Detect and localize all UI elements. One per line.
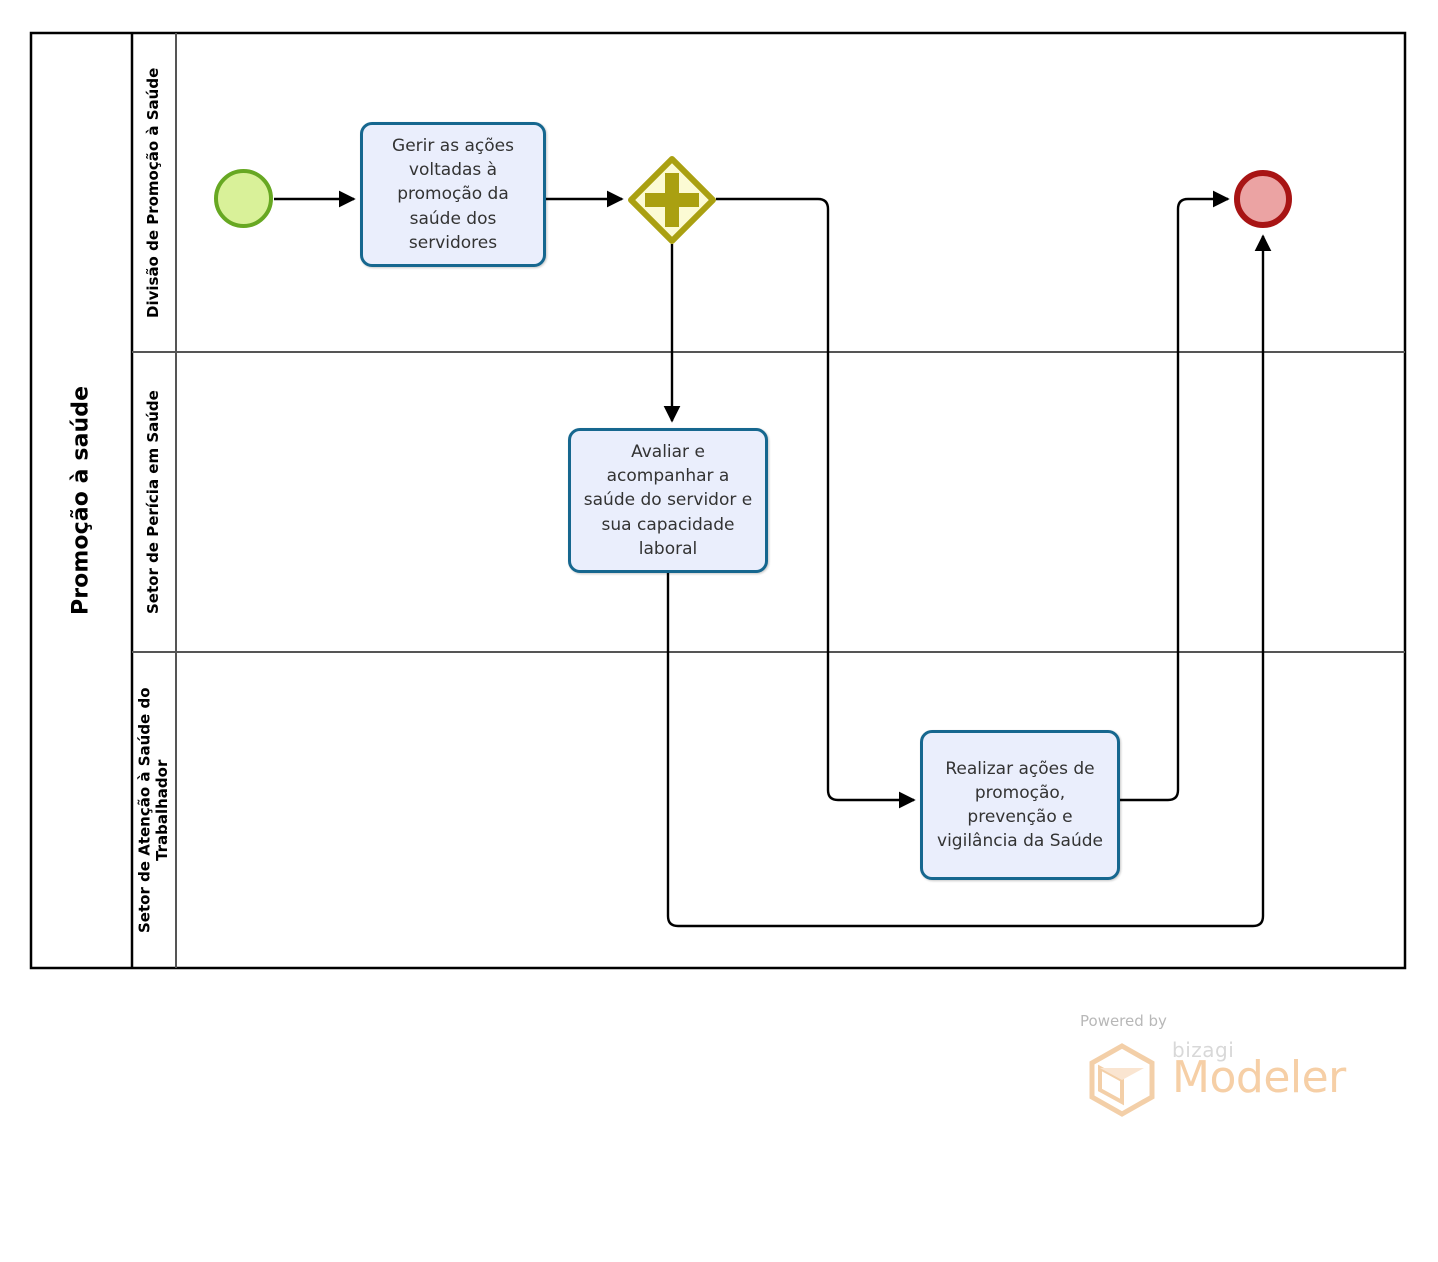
watermark-brand-label: bizagi bbox=[1172, 1038, 1235, 1062]
flow-gateway-to-task3 bbox=[716, 197, 916, 809]
end-event[interactable] bbox=[1234, 170, 1292, 228]
flow-task3-to-end bbox=[1120, 190, 1230, 802]
task-realizar-acoes-promocao-prevencao-vigilancia[interactable]: Realizar ações de promoção, prevenção e … bbox=[920, 730, 1120, 880]
start-event[interactable] bbox=[214, 169, 273, 228]
task-gerir-acoes-promocao-saude[interactable]: Gerir as ações voltadas à promoção da sa… bbox=[360, 122, 546, 267]
lane-title-setor-atencao-saude-trabalhador: Setor de Atenção à Saúde do Trabalhador bbox=[135, 687, 171, 933]
parallel-gateway[interactable] bbox=[628, 156, 716, 244]
lane-title-divisao-promocao-saude: Divisão de Promoção à Saúde bbox=[144, 67, 163, 318]
plus-icon bbox=[645, 173, 699, 227]
task-avaliar-acompanhar-saude-servidor[interactable]: Avaliar e acompanhar a saúde do servidor… bbox=[568, 428, 768, 573]
bizagi-hexagon-logo-icon bbox=[1089, 1043, 1155, 1117]
watermark-powered-by-label: Powered by bbox=[1080, 1012, 1167, 1030]
flow-task2-to-end bbox=[666, 234, 1272, 928]
pool-title: Promoção à saúde bbox=[68, 385, 94, 616]
watermark-product-label: Modeler bbox=[1172, 1052, 1346, 1103]
bizagi-watermark: Powered by bizagi Modeler bbox=[1080, 1012, 1346, 1117]
lane-title-setor-pericia-saude: Setor de Perícia em Saúde bbox=[144, 390, 163, 614]
